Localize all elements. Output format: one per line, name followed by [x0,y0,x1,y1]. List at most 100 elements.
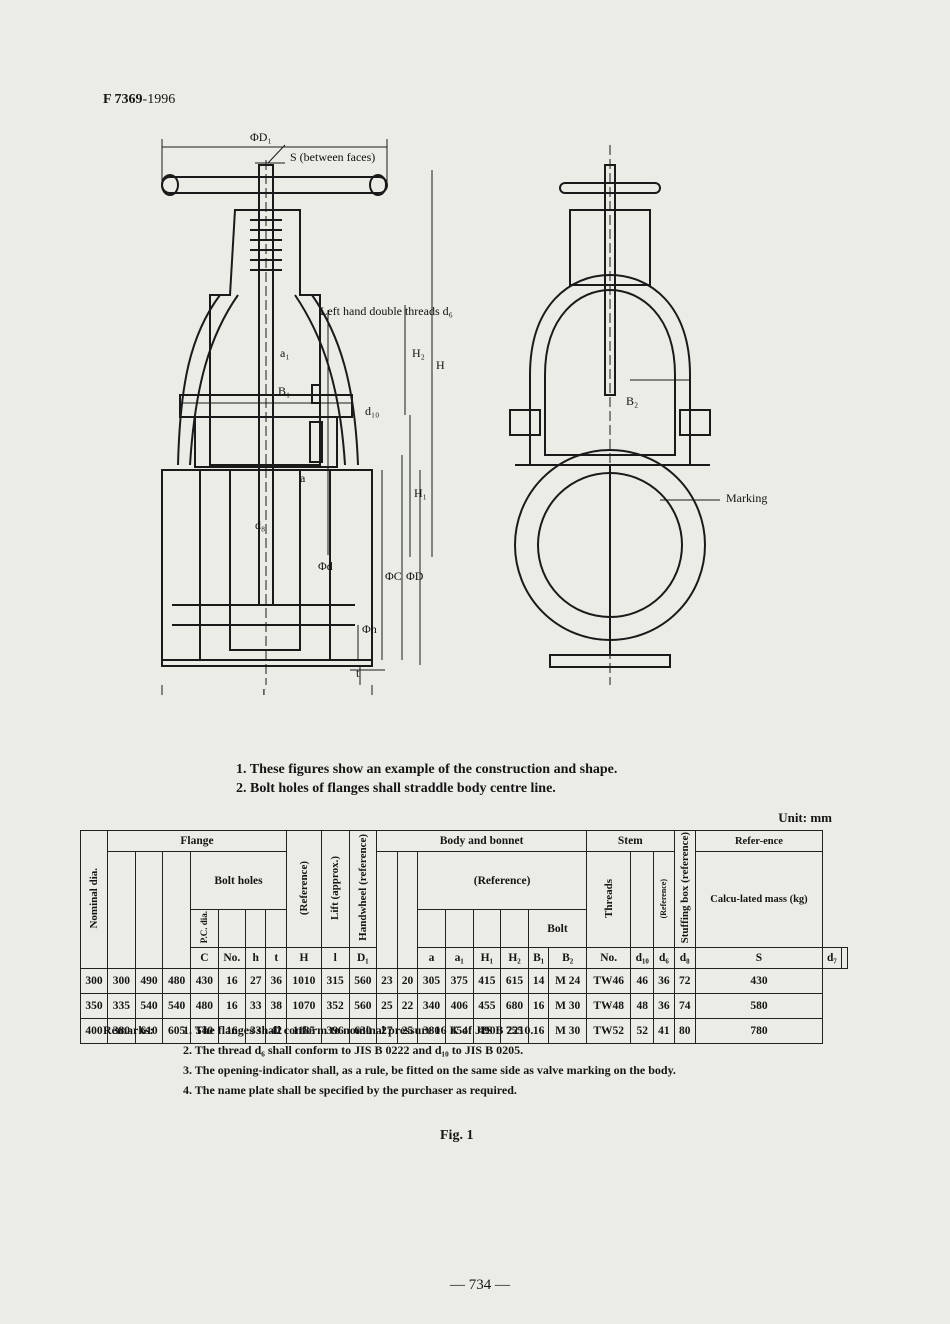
header-body-bonnet: Body and bonnet [376,830,587,852]
unit-label: Unit: mm [778,810,832,825]
header-handwheel: Handwheel (reference) [356,834,369,942]
table-cell: 415 [472,968,502,995]
table-cell: 780 [694,1018,824,1045]
table-cell: TW48 [585,993,632,1020]
table-cell: 630 [348,1018,378,1045]
header-pc-dia: P.C. dia. [199,911,210,944]
table-cell: 755 [500,1018,529,1045]
table-cell: 16 [217,993,246,1020]
label-h1: H₁ [414,486,427,500]
header-s-reference: (Reference) [659,878,669,918]
table-cell: 52 [630,1018,655,1045]
label-h2: H₂ [412,346,425,360]
table-cell: 480 [190,993,219,1020]
remark-item: 4. The name plate shall be specified by … [183,1083,517,1097]
dimension-table: Nominal dia. Flange (Reference) Lift (ap… [80,829,849,1045]
sub-no: No. [217,947,246,970]
label-marking: Marking [726,491,767,505]
table-cell: 300 [107,968,136,995]
table-cell: 335 [107,993,136,1020]
header-reference-top: Refer-ence [694,830,824,852]
table-cell: 315 [320,968,350,995]
table-cell: 615 [500,968,529,995]
sub-d7: d₇ [822,947,842,970]
label-a: a [300,471,306,485]
table-cell: 350 [80,993,108,1020]
sub-t: t [265,947,287,970]
table-cell: 375 [444,968,474,995]
handwheel-left [161,176,388,194]
table-cell: 580 [694,993,824,1020]
table-cell: 305 [417,968,446,995]
table-cell: 23 [376,968,398,995]
header-body-reference: (Reference) [417,850,587,911]
label-d10: d₁₀ [365,404,379,418]
table-cell: 16 [217,1018,246,1045]
label-b2: B₂ [626,394,638,408]
sub-l: l [320,947,350,970]
table-cell: 455 [472,993,502,1020]
table-cell: 72 [673,968,696,995]
table-cell: 680 [500,993,529,1020]
label-phi-D: ΦD [406,569,424,583]
table-cell: 490 [472,1018,502,1045]
table-cell: 300 [80,968,108,995]
sub-d8: d₈ [673,947,696,970]
table-cell: 80 [673,1018,696,1045]
sub-bolt-no: No. [585,947,632,970]
table-cell: 1185 [286,1018,322,1045]
table-cell: 16 [217,968,246,995]
sub-b2: B₂ [548,947,587,970]
label-l: L [262,686,269,695]
remarks-label: Remarks: [103,1023,154,1037]
table-cell: 33 [244,993,267,1020]
table-cell: 16 [527,993,550,1020]
table-cell: 1010 [286,968,322,995]
label-b1: B₁ [278,384,290,398]
note-item: 1. These figures show an example of the … [236,762,618,777]
sub-b1: B₁ [527,947,550,970]
table-cell: 36 [653,993,675,1020]
table-cell: 25 [376,993,398,1020]
remark-item: 2. The thread d₆ shall conform to JIS B … [183,1043,524,1057]
label-t: t [356,666,360,680]
table-cell: 540 [162,993,192,1020]
table-cell: M 30 [548,993,587,1020]
table-cell: 1070 [286,993,322,1020]
table-cell: 48 [630,993,655,1020]
sub-s: S [694,947,824,970]
table-cell: 540 [190,1018,219,1045]
table-cell: 74 [673,993,696,1020]
label-phi-c: ΦC [385,569,402,583]
note-item: 2. Bolt holes of flanges shall straddle … [236,781,556,796]
table-cell: 22 [396,993,419,1020]
sub-a1: a₁ [444,947,474,970]
standard-year: -1996 [142,92,176,107]
table-cell: 27 [244,968,267,995]
table-cell: TW52 [585,1018,632,1045]
table-cell: 560 [348,993,378,1020]
label-a1: a₁ [280,346,290,360]
header-lift: Lift (approx.) [329,855,342,920]
table-cell: 490 [134,968,164,995]
sub-threads-d10: d₁₀ [630,947,655,970]
header-stem: Stem [586,830,675,852]
header-bolt: Bolt [527,909,588,949]
figure-caption: Fig. 1 [440,1128,474,1143]
table-cell: 610 [134,1018,164,1045]
header-nominal-dia: Nominal dia. [88,867,100,929]
sub-h1: H₁ [472,947,502,970]
sub-h2: H₂ [500,947,529,970]
table-cell: 20 [396,968,419,995]
label-left-hand: Left hand double threads d₆ [320,304,453,318]
document-header: F 7369-1996 [103,92,175,108]
table-cell: M 24 [548,968,587,995]
header-stuffing-box: Stuffing box (reference) [678,832,691,944]
page-number: — 734 — [450,1277,510,1293]
label-d1: ΦD₁ [250,130,272,144]
sub-c: C [190,947,219,970]
